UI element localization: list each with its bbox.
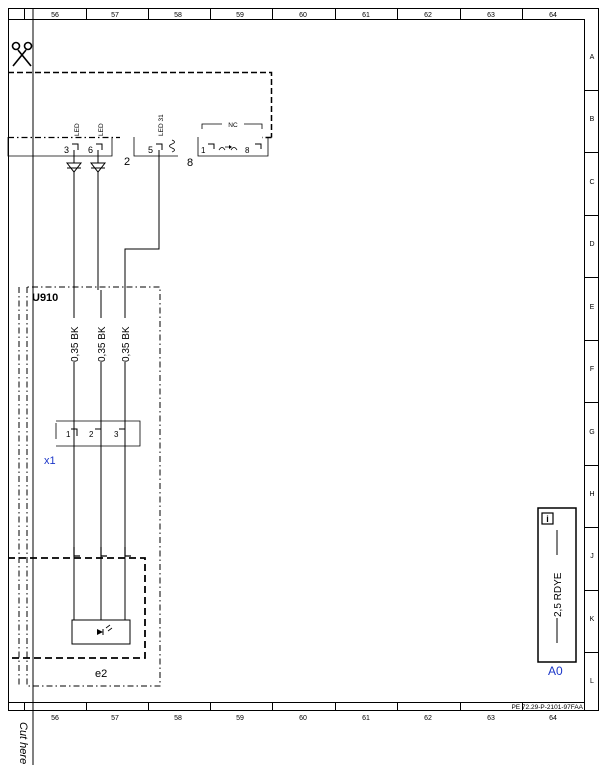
col-label-bottom: 58 xyxy=(174,715,182,722)
pin-terminal-symbols xyxy=(72,143,163,150)
scissors-icon xyxy=(11,41,33,67)
info-icon xyxy=(541,512,554,525)
col-label-bottom: 60 xyxy=(299,715,307,722)
document-id: PE 72.29-P-2101-97FAA xyxy=(511,704,583,711)
col-label-bottom: 63 xyxy=(487,715,495,722)
row-label: A xyxy=(590,54,595,61)
info-ref: A0 xyxy=(548,664,563,678)
u910-boundary xyxy=(18,286,161,687)
col-label-bottom: 61 xyxy=(362,715,370,722)
row-label: C xyxy=(589,179,594,186)
x1-connector-housing xyxy=(55,420,141,447)
row-dividers xyxy=(584,90,599,653)
row-label: J xyxy=(590,553,594,560)
upper-module-boundary xyxy=(8,71,273,139)
x1-pin-number: 2 xyxy=(89,430,94,439)
connector-group-number: 2 xyxy=(124,156,130,168)
pin-label-led: LED xyxy=(98,123,105,136)
pin-number: 6 xyxy=(88,145,93,155)
connector-housing-right xyxy=(197,137,269,157)
info-icon-glyph: i xyxy=(546,514,549,524)
side-number: 8 xyxy=(187,157,193,169)
x1-label: x1 xyxy=(44,455,56,467)
col-label-top: 64 xyxy=(549,12,557,19)
row-label: D xyxy=(589,241,594,248)
row-label: G xyxy=(589,429,594,436)
x1-pin-number: 1 xyxy=(66,430,71,439)
pin-label-led: LED xyxy=(74,123,81,136)
x1-pin-symbols xyxy=(71,428,126,436)
info-box xyxy=(537,507,577,663)
info-wire-label: 2,5 RDYE xyxy=(553,572,564,617)
connector-housing-mid xyxy=(133,137,178,157)
x1-pin-number: 3 xyxy=(114,430,119,439)
col-label-top: 57 xyxy=(111,12,119,19)
nc-pin-number: 1 xyxy=(201,146,206,155)
row-label: F xyxy=(590,366,594,373)
e2-boundary xyxy=(8,557,146,659)
col-label-bottom: 59 xyxy=(236,715,244,722)
wire-label: 0,35 BK xyxy=(70,326,81,362)
col-label-top: 62 xyxy=(424,12,432,19)
wire-label: 0,35 BK xyxy=(97,326,108,362)
col-label-bottom: 62 xyxy=(424,715,432,722)
col-label-bottom: 56 xyxy=(51,715,59,722)
pin-label-led31: LED 31 xyxy=(158,114,165,136)
nc-label: NC xyxy=(228,122,238,129)
pin-number: 3 xyxy=(64,145,69,155)
col-label-top: 58 xyxy=(174,12,182,19)
col-label-top: 56 xyxy=(51,12,59,19)
e2-pin-symbols xyxy=(73,547,131,557)
e2-label: e2 xyxy=(95,668,107,680)
col-label-top: 63 xyxy=(487,12,495,19)
pin-number: 5 xyxy=(148,145,153,155)
led-icon xyxy=(97,624,113,635)
spring-symbol xyxy=(169,139,175,153)
col-label-bottom: 57 xyxy=(111,715,119,722)
ground-symbols xyxy=(65,162,107,173)
col-label-bottom: 64 xyxy=(549,715,557,722)
wire-label: 0,35 BK xyxy=(121,326,132,362)
module-name: U910 xyxy=(32,292,58,304)
row-label: L xyxy=(590,678,594,685)
col-label-top: 60 xyxy=(299,12,307,19)
wires xyxy=(73,150,160,620)
row-label: K xyxy=(590,616,595,623)
cut-here-text: Cut here xyxy=(17,722,29,764)
connector-housing-left xyxy=(7,137,113,157)
column-dividers xyxy=(24,8,523,710)
col-label-top: 59 xyxy=(236,12,244,19)
row-label: B xyxy=(590,116,595,123)
nc-pin-number: 8 xyxy=(245,146,250,155)
nc-switch: NC 1 8 xyxy=(201,122,263,155)
col-label-top: 61 xyxy=(362,12,370,19)
row-label: E xyxy=(590,304,595,311)
row-label: H xyxy=(589,491,594,498)
